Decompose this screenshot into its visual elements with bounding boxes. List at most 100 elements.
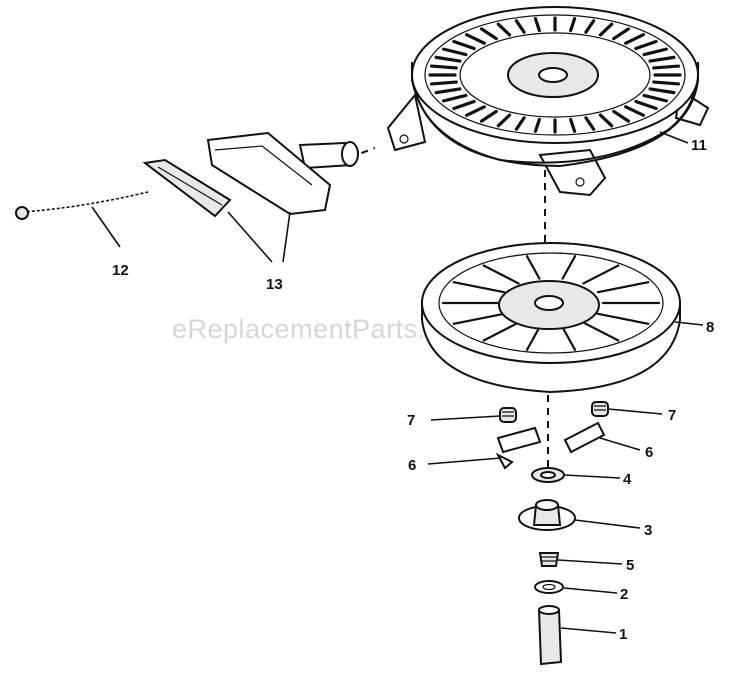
leader-2 bbox=[563, 587, 618, 594]
housing-vent-slot bbox=[452, 99, 476, 111]
housing-vent-slot bbox=[479, 27, 498, 41]
housing-vent-slot bbox=[648, 55, 676, 63]
leader-7-left bbox=[430, 415, 501, 421]
pulley-spoke bbox=[482, 321, 520, 342]
housing-vent-slot bbox=[514, 116, 526, 131]
housing-vent-slot bbox=[434, 55, 462, 63]
housing-vent-slot bbox=[652, 64, 681, 70]
housing-vent-slot bbox=[584, 116, 596, 131]
handle-body bbox=[206, 131, 332, 216]
rope-knot bbox=[15, 206, 29, 220]
spring-coil-left bbox=[499, 407, 517, 423]
housing-hub-hole bbox=[538, 67, 568, 83]
pulley-spoke bbox=[525, 326, 541, 351]
leader-3 bbox=[574, 519, 641, 529]
housing-vent-slot bbox=[598, 113, 614, 128]
housing-ring-outer bbox=[424, 14, 686, 136]
starter-housing bbox=[386, 6, 710, 197]
callout-6-left: 6 bbox=[408, 457, 416, 474]
housing-vent-slot bbox=[434, 87, 462, 95]
housing-vent-slot bbox=[514, 19, 526, 34]
retainer-screw bbox=[538, 552, 560, 567]
housing-vent-slot bbox=[479, 109, 498, 123]
leader-1 bbox=[560, 627, 617, 634]
housing-vents bbox=[428, 16, 682, 134]
brake-hub-top bbox=[535, 499, 559, 511]
pulley-spoke bbox=[582, 264, 620, 285]
housing-vent-slot bbox=[584, 19, 596, 34]
center-pin bbox=[537, 609, 563, 666]
housing-vent-slot bbox=[642, 93, 668, 103]
housing-vent-slot bbox=[429, 64, 458, 70]
rope-line bbox=[21, 191, 149, 213]
washer-lower-hole bbox=[542, 583, 556, 591]
pulley-spoke bbox=[582, 321, 620, 342]
retainer-screw-thread bbox=[541, 556, 557, 562]
housing-vent-slot bbox=[642, 47, 668, 57]
pawl-right bbox=[563, 421, 606, 454]
pulley-spoke bbox=[452, 312, 506, 325]
housing-vent-slot bbox=[442, 47, 468, 57]
leader-8 bbox=[674, 321, 704, 326]
pulley-spoke bbox=[596, 312, 650, 325]
housing-vent-slot bbox=[465, 33, 486, 45]
leader-13 bbox=[227, 211, 291, 263]
housing-vent-slot bbox=[624, 105, 645, 117]
starter-rope bbox=[15, 191, 149, 220]
callout-7-left: 7 bbox=[407, 412, 415, 429]
leader-11 bbox=[659, 131, 689, 144]
housing-vent-slot bbox=[452, 39, 476, 51]
callout-12: 12 bbox=[112, 262, 129, 279]
washer-upper-hole bbox=[540, 471, 556, 479]
leader-4 bbox=[564, 474, 621, 479]
starter-handle bbox=[142, 131, 359, 218]
housing-tab-left bbox=[386, 92, 427, 152]
callout-7-right: 7 bbox=[668, 407, 676, 424]
housing-vent-slot bbox=[624, 33, 645, 45]
spring-left bbox=[499, 407, 517, 423]
center-pin-top bbox=[538, 605, 560, 615]
leader-5 bbox=[557, 559, 623, 565]
washer-lower bbox=[534, 580, 564, 594]
pulley-hub-hole bbox=[534, 295, 564, 311]
housing-vent-slot bbox=[496, 22, 512, 37]
callout-1: 1 bbox=[619, 626, 627, 643]
pulley-spoke bbox=[482, 264, 520, 285]
tab-hole-bottom bbox=[575, 177, 585, 187]
housing-vent-slot bbox=[634, 39, 658, 51]
housing-vent-slot bbox=[429, 80, 458, 86]
pulley-spoke bbox=[596, 281, 650, 294]
spring-turns-left bbox=[502, 411, 514, 417]
callout-4: 4 bbox=[623, 471, 632, 488]
handle-insert-slot bbox=[157, 166, 223, 206]
callout-11: 11 bbox=[691, 137, 707, 154]
tab-hole-left bbox=[399, 134, 409, 144]
housing-vent-slot bbox=[533, 17, 541, 33]
housing-vent-slot bbox=[533, 117, 541, 133]
housing-vent-slot bbox=[652, 80, 681, 86]
housing-vent-slot bbox=[569, 17, 577, 33]
pawl-left bbox=[496, 426, 542, 454]
housing-ring-inner bbox=[459, 32, 651, 118]
handle-body-edge bbox=[214, 145, 313, 186]
spring-right bbox=[591, 401, 609, 417]
pulley-spoke bbox=[452, 281, 506, 294]
callout-8: 8 bbox=[706, 319, 714, 336]
pulley-spoke bbox=[525, 255, 541, 280]
leader-12 bbox=[91, 206, 121, 248]
handle-grip-end bbox=[341, 141, 359, 167]
spring-turns-right bbox=[594, 405, 606, 411]
housing-vent-slot bbox=[648, 87, 676, 95]
pawl-left-tip bbox=[495, 452, 514, 470]
callout-5: 5 bbox=[626, 557, 634, 574]
leader-6-right bbox=[599, 437, 641, 451]
pulley-spoke bbox=[561, 326, 577, 351]
leader-6-left bbox=[427, 457, 502, 465]
callout-13: 13 bbox=[266, 276, 283, 293]
housing-vent-slot bbox=[598, 22, 614, 37]
pulley-spoke bbox=[561, 255, 577, 280]
housing-vent-slot bbox=[442, 93, 468, 103]
handle-insert bbox=[142, 158, 232, 218]
